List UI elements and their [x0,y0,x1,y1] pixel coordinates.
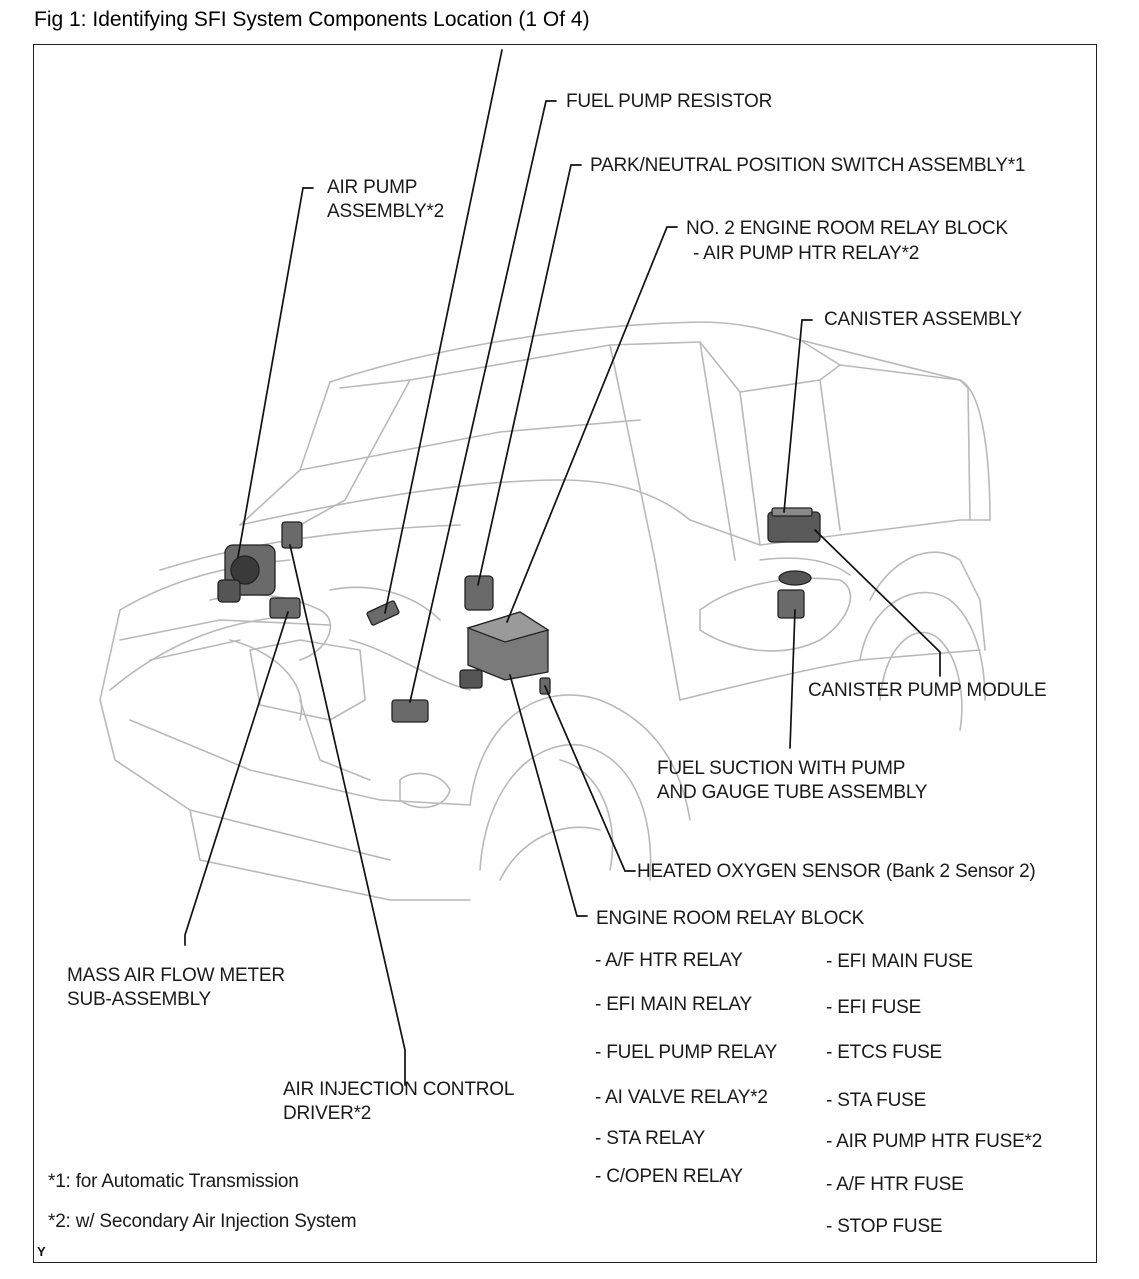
fuel-pump-part [777,570,812,619]
label-heated-oxygen-sensor: HEATED OXYGEN SENSOR (Bank 2 Sensor 2) [637,861,1036,882]
air-pump-part [217,544,276,603]
relay-item: - C/OPEN RELAY [595,1166,743,1187]
label-no2-relay-block-sub: - AIR PUMP HTR RELAY*2 [693,243,920,264]
canister-part [767,507,821,543]
figure-title: Fig 1: Identifying SFI System Components… [34,8,590,31]
relay-item: - FUEL PUMP RELAY [595,1042,778,1063]
relay-item: - EFI MAIN RELAY [595,994,752,1015]
label-canister-pump-module: CANISTER PUMP MODULE [808,680,1047,701]
truck-outline [99,321,991,901]
label-mass-air-flow: MASS AIR FLOW METER SUB-ASSEMBLY [67,965,285,1010]
label-fuel-suction: FUEL SUCTION WITH PUMP AND GAUGE TUBE AS… [657,758,928,803]
relay-item: - STA RELAY [595,1128,706,1149]
fuse-item: - STA FUSE [826,1090,927,1111]
engine-relay-block-part [391,699,429,723]
fuel-pump-resistor-part [366,600,400,626]
label-park-neutral-switch: PARK/NEUTRAL POSITION SWITCH ASSEMBLY*1 [590,155,1026,176]
label-air-pump-assembly: AIR PUMP ASSEMBLY*2 [327,177,444,222]
footnote-2: *2: w/ Secondary Air Injection System [48,1211,357,1232]
relay-item: - AI VALVE RELAY*2 [595,1087,768,1108]
mass-air-flow-part [269,597,301,619]
label-engine-room-relay-block: ENGINE ROOM RELAY BLOCK [596,908,865,929]
park-neutral-switch-part [464,575,494,611]
fuse-item: - STOP FUSE [826,1216,943,1237]
diagram-frame [33,44,1097,1263]
components [217,507,821,723]
fuse-item: - EFI MAIN FUSE [826,951,973,972]
air-injection-driver-part [281,521,303,549]
fuse-item: - A/F HTR FUSE [826,1174,964,1195]
footnote-1: *1: for Automatic Transmission [48,1171,299,1192]
fuse-item: - EFI FUSE [826,997,922,1018]
label-canister-assembly: CANISTER ASSEMBLY [824,309,1022,330]
label-air-injection-driver: AIR INJECTION CONTROL DRIVER*2 [283,1079,515,1124]
leader-lines [184,49,941,1086]
label-no2-relay-block: NO. 2 ENGINE ROOM RELAY BLOCK [686,218,1008,239]
relay-item: - A/F HTR RELAY [595,950,743,971]
label-fuel-pump-resistor: FUEL PUMP RESISTOR [566,91,773,112]
corner-mark: Y [37,1244,46,1259]
fuse-item: - ETCS FUSE [826,1042,943,1063]
no2-relay-block-part [459,611,550,689]
fuse-item: - AIR PUMP HTR FUSE*2 [826,1131,1043,1152]
